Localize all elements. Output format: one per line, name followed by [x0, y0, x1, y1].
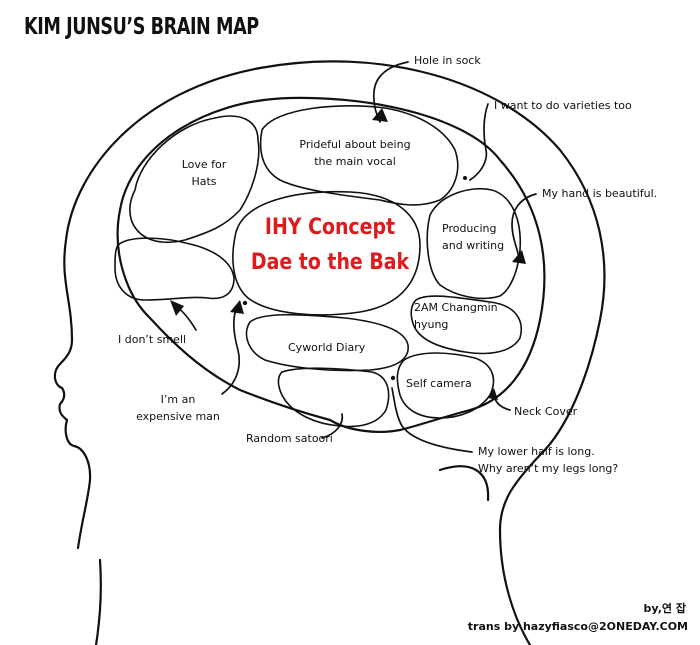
label-expensive: I’m an expensive man	[130, 391, 226, 425]
brain-outline	[116, 96, 546, 433]
lobe-prideful	[259, 105, 459, 206]
arrowhead-expensive	[230, 300, 244, 314]
label-cyworld: Cyworld Diary	[288, 341, 366, 354]
expensive-line-2: expensive man	[136, 410, 220, 423]
neck-line	[94, 558, 102, 645]
label-prideful: Prideful about being the main vocal	[290, 136, 420, 170]
producing-line-1: Producing	[442, 222, 497, 235]
producing-line-2: and writing	[442, 239, 505, 252]
arrowhead-smell	[170, 300, 184, 316]
credit-trans: trans by hazyfiasco@2ONEDAY.COM	[467, 620, 688, 633]
lobe-left-middle	[114, 237, 235, 301]
credit-by: by,연 잡	[643, 602, 686, 615]
arrowhead-neck	[488, 388, 498, 400]
lobe-love-hats	[129, 115, 260, 244]
label-selfcam: Self camera	[406, 377, 472, 390]
lobe-center	[232, 190, 421, 316]
pointer-expensive	[221, 309, 241, 395]
ear	[438, 465, 490, 502]
pointer-hand	[511, 193, 537, 263]
pointer-lower	[391, 387, 473, 453]
lobe-selfcam	[396, 352, 495, 419]
love-hats-line-2: Hats	[191, 175, 217, 188]
pointer-satoori	[321, 413, 344, 439]
arrowhead-hand	[512, 250, 526, 264]
arrowhead-hole-sock	[372, 108, 388, 122]
lobe-changmin	[410, 295, 522, 355]
label-lower-half: My lower half is long. Why aren’t my leg…	[478, 443, 618, 477]
love-hats-line-1: Love for	[181, 158, 227, 171]
head-outline	[53, 60, 606, 645]
prideful-line-1: Prideful about being	[299, 138, 411, 151]
label-neck: Neck Cover	[514, 405, 578, 418]
label-smell: I don’t smell	[118, 333, 187, 346]
lobe-producing	[426, 188, 522, 300]
label-producing: Producing and writing	[442, 220, 504, 254]
arrow-heads	[170, 108, 526, 400]
center-label: IHY Concept Dae to the Bak	[249, 210, 411, 280]
expensive-line-1: I’m an	[160, 393, 196, 406]
label-hand: My hand is beautiful.	[542, 187, 658, 200]
dots	[242, 176, 467, 381]
changmin-line-2: hyung	[414, 318, 449, 331]
center-line-2: Dae to the Bak	[250, 250, 410, 275]
lobe-cyworld	[245, 313, 409, 372]
page-title: KIM JUNSU’S BRAIN MAP	[24, 14, 259, 40]
label-varieties: I want to do varieties too	[494, 99, 632, 112]
lower-half-line-1: My lower half is long.	[478, 445, 595, 458]
lobe-satoori	[277, 367, 390, 428]
center-line-1: IHY Concept	[264, 215, 396, 240]
label-changmin: 2AM Changmin hyung	[414, 299, 498, 333]
prideful-line-2: the main vocal	[314, 155, 396, 168]
label-love-hats: Love for Hats	[160, 156, 248, 190]
label-hole-sock: Hole in sock	[414, 54, 481, 67]
lower-half-line-2: Why aren’t my legs long?	[478, 462, 619, 475]
pointer-varieties	[469, 103, 489, 181]
changmin-line-1: 2AM Changmin	[414, 301, 498, 314]
label-satoori: Random satoori	[246, 432, 333, 445]
